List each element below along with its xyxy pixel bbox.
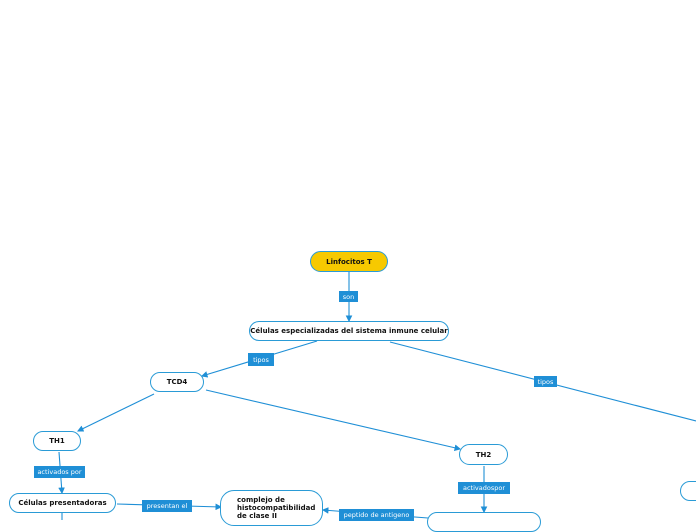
edge-label-tipos-left: tipos [248, 353, 274, 366]
node-linfocitos-t-label: Linfocitos T [326, 257, 372, 266]
edge-label-activadospor: activadospor [458, 482, 510, 494]
connector-tcd4-th1 [77, 393, 155, 432]
node-th2-label: TH2 [475, 450, 492, 459]
connector-tcd4-th2 [205, 389, 462, 451]
node-celulas-label: Células especializadas del sistema inmun… [250, 327, 448, 335]
node-complejo-histocompatibilidad[interactable]: complejo de histocompatibilidad de clase… [220, 490, 323, 526]
node-complejo-line-3: de clase II [237, 512, 278, 520]
mind-map-canvas: Linfocitos T Células especializadas del … [9, 251, 696, 532]
node-tcd4[interactable]: TCD4 [150, 372, 204, 392]
node-tcd4-label: TCD4 [166, 378, 188, 386]
node-right-offscreen[interactable] [680, 481, 696, 501]
node-complejo-line-1: complejo de [237, 496, 285, 504]
node-presentadoras-label: Células presentadoras [18, 499, 107, 507]
edge-label-presentan-el: presentan el [142, 500, 192, 512]
edge-label-peptido: peptido de antigeno [339, 509, 414, 521]
node-linfocitos-t[interactable]: Linfocitos T [310, 251, 388, 272]
node-celulas-presentadoras[interactable]: Células presentadoras [9, 493, 116, 513]
edge-label-activados-por: activados por [34, 466, 85, 478]
edge-label-son: son [339, 291, 358, 302]
node-th2[interactable]: TH2 [459, 444, 508, 465]
node-complejo-line-2: histocompatibilidad [237, 504, 316, 512]
node-th1[interactable]: TH1 [33, 431, 81, 451]
node-th1-label: TH1 [49, 437, 65, 445]
node-complejo-text: complejo de histocompatibilidad de clase… [237, 496, 315, 520]
edge-label-tipos-right: tipos [534, 376, 557, 387]
node-celulas-especializadas[interactable]: Células especializadas del sistema inmun… [249, 321, 449, 341]
node-th2-child[interactable] [427, 512, 541, 532]
